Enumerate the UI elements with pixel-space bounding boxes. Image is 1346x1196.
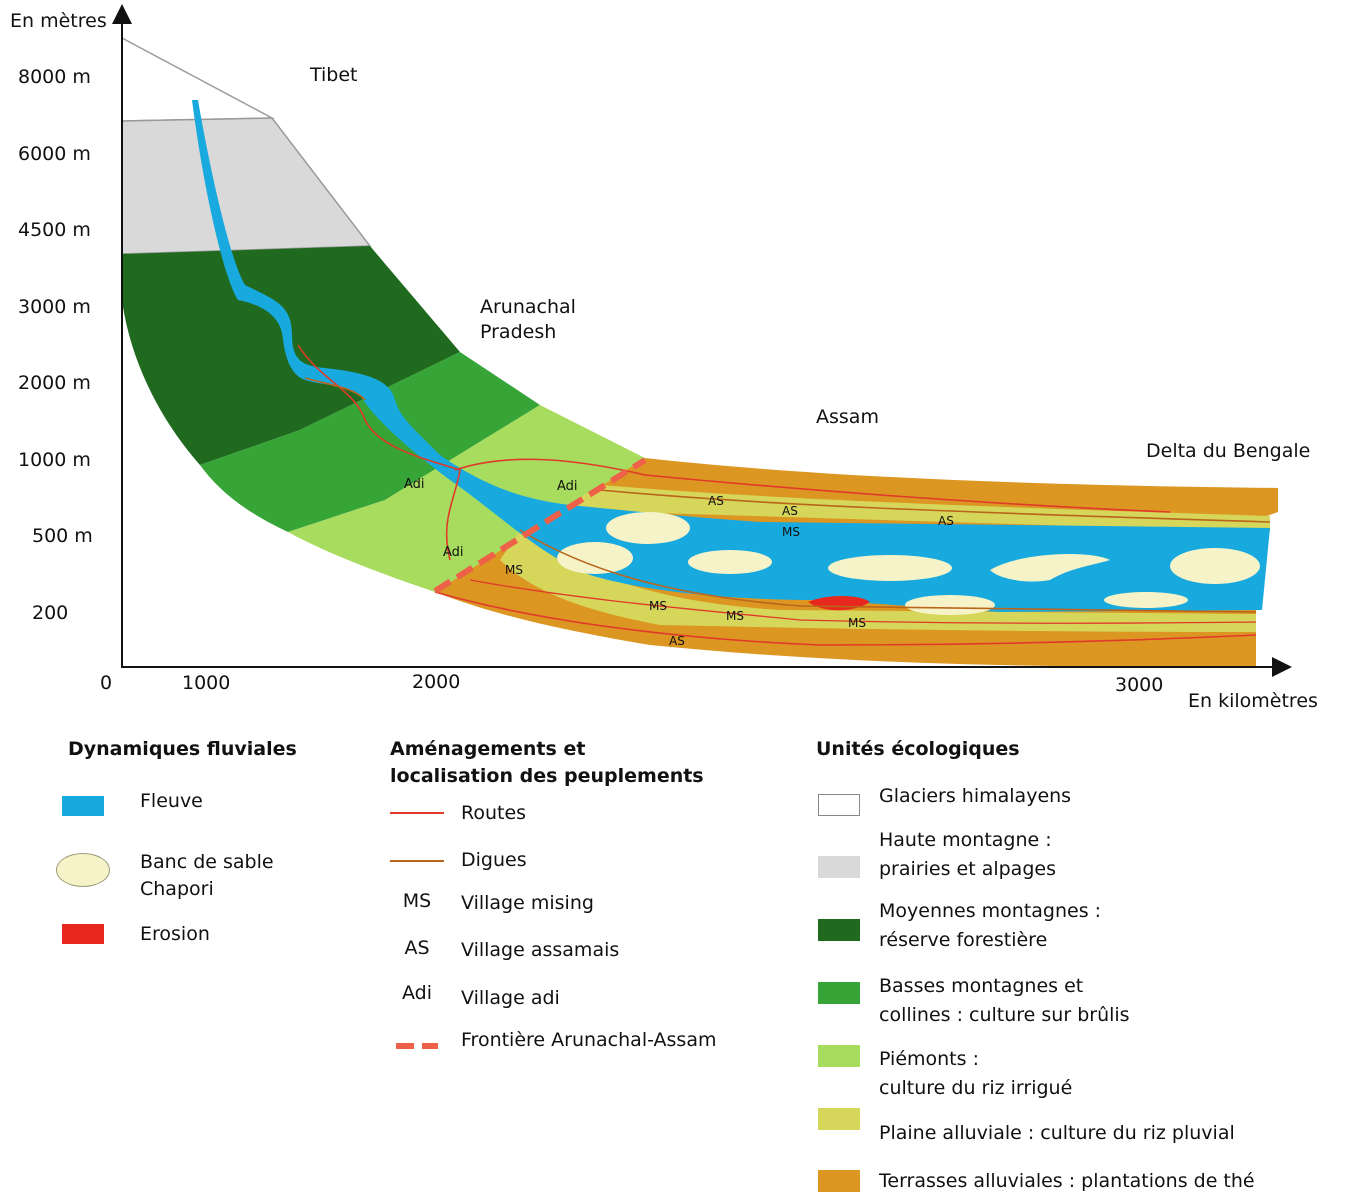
x-tick-label: 0 [100,672,112,694]
legend-amenagements-title: Aménagements et [390,738,586,760]
legend-swatch-low-mountain [818,982,860,1004]
legend-label-middle-mountain: Moyennes montagnes : [879,900,1102,922]
x-tick-label: 2000 [412,671,460,693]
sandbank [990,554,1110,582]
road [469,579,1257,624]
legend-label-high-mountain: prairies et alpages [879,858,1056,880]
legend-label-alluvial-plain: Plaine alluviale : culture du riz pluvia… [879,1122,1235,1144]
legend-label-sandbank: Chapori [140,878,214,900]
y-tick-label: 6000 m [18,143,91,165]
dike [304,377,366,401]
y-tick-label: 2000 m [18,372,91,394]
legend-swatch-erosion [62,924,104,944]
legend-swatch-river [62,796,104,816]
y-tick-label: 4500 m [18,219,91,241]
legend-swatch-alluvial-plain [818,1108,860,1130]
y-tick-label: 500 m [32,525,93,547]
region-label-arunachal: Pradesh [480,321,556,343]
village-label-as: AS [782,504,798,518]
sandbank [606,512,690,544]
legend-swatch-sandbank [56,853,110,887]
legend-label-low-mountain: Basses montagnes et [879,975,1084,997]
legend-label-erosion: Erosion [140,923,210,945]
village-label-ms: MS [848,616,866,630]
sandbank [557,542,633,574]
village-label-ms: MS [782,525,800,539]
legend-label-border: Frontière Arunachal-Assam [461,1029,717,1051]
river-profile-diagram: En mètres 8000 m 6000 m 4500 m 3000 m 20… [10,4,1318,712]
region-label-arunachal: Arunachal [480,296,576,318]
village-label-ms: MS [726,609,744,623]
region-label-delta: Delta du Bengale [1146,440,1310,462]
sandbank [828,555,952,581]
legend-swatch-terrace [818,1170,860,1192]
x-axis-title: En kilomètres [1188,690,1318,712]
legend-swatch-glacier [818,794,860,816]
road [297,344,461,561]
village-label-ms: MS [649,599,667,613]
low-mountain-zone [200,352,540,532]
alluvial-plain-south [500,530,1256,632]
river [192,100,1270,612]
legend-fluvial-title: Dynamiques fluviales [68,738,297,760]
sandbank [1104,592,1188,608]
dike [599,489,1271,523]
alluvial-plain-north [560,485,1270,532]
legend-swatch-border [396,1043,438,1049]
legend-label-ms: Village mising [461,892,594,914]
legend-code-as: AS [404,937,430,959]
legend-label-piedmont: Piémonts : [879,1048,979,1070]
high-mountain-zone [121,117,372,255]
village-label-adi: Adi [557,479,578,494]
legend-swatch-road [390,812,444,814]
legend-label-as: Village assamais [461,939,620,961]
village-label-adi: Adi [404,477,425,492]
legend-label-dike: Digues [461,849,527,871]
y-axis-title: En mètres [10,10,107,32]
village-label-ms: MS [505,563,523,577]
legend-label-middle-mountain: réserve forestière [879,929,1048,951]
legend-label-piedmont: culture du riz irrigué [879,1077,1073,1099]
y-tick-label: 8000 m [18,66,91,88]
legend-label-sandbank: Banc de sable [140,851,274,873]
piedmont-zone [288,405,645,592]
legend-code-ms: MS [402,890,432,912]
legend-label-adi: Village adi [461,987,560,1009]
sandbank [1170,548,1260,584]
village-label-as: AS [708,494,724,508]
y-tick-label: 200 [32,602,68,624]
dike [519,529,1257,613]
legend-label-low-mountain: collines : culture sur brûlis [879,1004,1130,1026]
legend-label-road: Routes [461,802,527,824]
legend-swatch-high-mountain [818,856,860,878]
legend-swatch-dike [390,860,444,862]
region-label-assam: Assam [816,406,879,428]
region-label-tibet: Tibet [309,64,358,86]
legend-amenagements-title: localisation des peuplements [390,765,704,787]
sandbank [905,595,995,615]
legend-ecologiques-title: Unités écologiques [816,738,1020,760]
y-tick-label: 1000 m [18,449,91,471]
legend-label-high-mountain: Haute montagne : [879,829,1052,851]
road [454,458,1171,513]
legend-swatch-piedmont [818,1045,860,1067]
village-label-adi: Adi [443,545,464,560]
legend-label-glacier: Glaciers himalayens [879,785,1072,807]
road [434,591,1257,646]
x-tick-label: 3000 [1115,674,1163,696]
legend-label-river: Fleuve [140,790,203,812]
legend-swatch-middle-mountain [818,919,860,941]
x-tick-label: 1000 [182,672,230,694]
legend-code-adi: Adi [401,982,432,1004]
legend-label-terrace: Terrasses alluviales : plantations de th… [879,1170,1255,1192]
border-line [433,457,647,594]
y-tick-label: 3000 m [18,296,91,318]
sandbank [688,550,772,574]
village-label-as: AS [669,634,685,648]
village-label-as: AS [938,514,954,528]
